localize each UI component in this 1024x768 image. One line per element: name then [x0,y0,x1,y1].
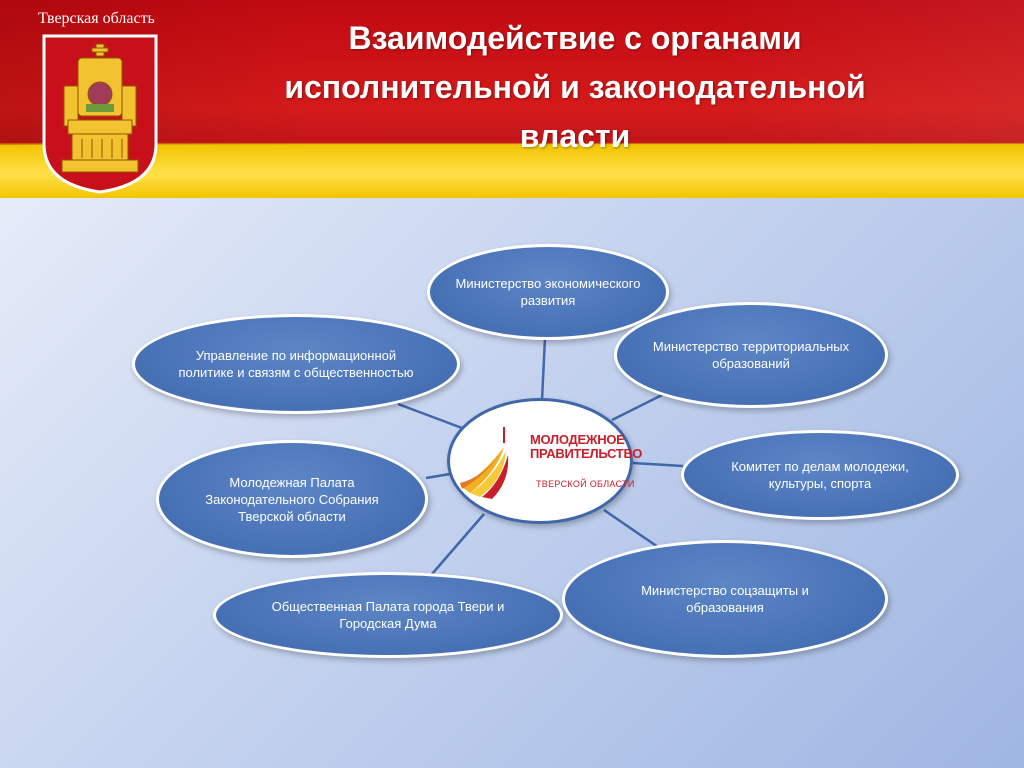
node-youth-committee-label: Комитет по делам молодежи, культуры, спо… [731,459,909,491]
connector-youth-chamber [425,472,451,480]
node-info-policy: Управление по информационной политике и … [132,314,460,414]
node-social-protection: Министерство соцзащиты и образования [562,540,888,658]
connector-territorial [611,390,669,422]
title-line-1: Взаимодействие с органами [348,20,802,56]
node-info-policy-label: Управление по информационной политике и … [178,348,414,380]
tver-coat-of-arms-icon [42,34,158,194]
connector-social-protection [603,508,659,549]
logo-line-2: ПРАВИТЕЛЬСТВО [530,446,643,461]
youth-government-logo-icon [460,427,509,499]
title-line-3: власти [519,118,631,154]
node-public-chamber-label: Общественная Палата города Твери и Город… [271,599,505,631]
region-name: Тверская область [38,10,155,27]
node-youth-chamber: Молодежная Палата Законодательного Собра… [156,440,428,558]
connector-economic [540,337,547,401]
logo-title: МОЛОДЕЖНОЕ ПРАВИТЕЛЬСТВО [530,432,643,461]
node-economic-label: Министерство экономического развития [455,276,641,308]
center-youth-government: МОЛОДЕЖНОЕ ПРАВИТЕЛЬСТВО ТВЕРСКОЙ ОБЛАСТ… [447,398,643,524]
page-title: Взаимодействие с органами исполнительной… [230,14,920,161]
node-territorial-label: Министерство территориальных образований [652,339,850,371]
node-youth-chamber-label: Молодежная Палата Законодательного Собра… [205,474,379,524]
title-line-2: исполнительной и законодательной [284,69,866,105]
node-economic-ministry: Министерство экономического развития [427,244,669,340]
header-banner [0,0,1024,198]
connector-public-chamber [431,513,485,575]
header-shade [0,0,1024,145]
connector-info-policy [397,402,463,430]
node-youth-committee: Комитет по делам молодежи, культуры, спо… [681,430,959,520]
logo-line-1: МОЛОДЕЖНОЕ [530,432,625,447]
node-territorial-ministry: Министерство территориальных образований [614,302,888,408]
node-social-protection-label: Министерство соцзащиты и образования [641,583,809,615]
node-public-chamber: Общественная Палата города Твери и Город… [213,572,563,658]
connector-youth-committee [632,461,684,468]
logo-subtitle: ТВЕРСКОЙ ОБЛАСТИ [536,479,635,489]
